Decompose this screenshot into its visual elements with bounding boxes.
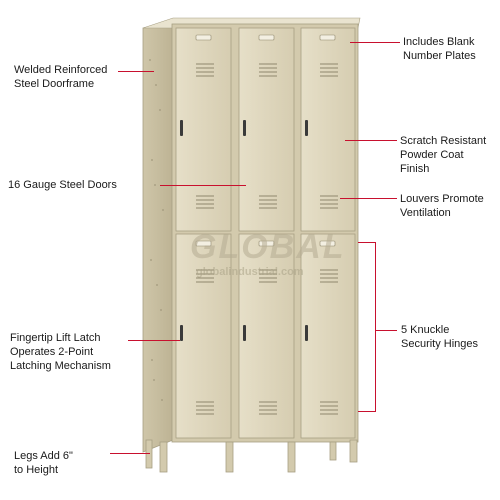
leader-hinges-mid [375, 330, 397, 331]
callout-doorframe: Welded Reinforced Steel Doorframe [14, 64, 108, 90]
leader-hinges-bottom [358, 411, 376, 412]
door-bottom-2 [238, 233, 295, 439]
leader-louvers [340, 198, 397, 199]
callout-hinges: 5 Knuckle Security Hinges [401, 324, 479, 350]
locker-doors [175, 27, 356, 439]
leader-doors [160, 185, 246, 186]
leader-hinges-vertical [375, 242, 376, 412]
callout-legs: Legs Add 6" to Height [14, 450, 73, 476]
leader-finish [345, 140, 397, 141]
callout-latch: Fingertip Lift Latch Operates 2-Point La… [10, 332, 111, 372]
callout-doors: 16 Gauge Steel Doors [8, 179, 117, 191]
door-bottom-3 [300, 233, 356, 439]
locker-legs [145, 439, 358, 473]
callout-plates: Includes Blank Number Plates [403, 36, 476, 62]
latch-handles [180, 120, 308, 341]
leader-legs [110, 453, 150, 454]
leader-latch [128, 340, 180, 341]
leader-hinges-top [358, 242, 376, 243]
leader-doorframe [118, 71, 154, 72]
door-top-3 [300, 27, 356, 232]
number-plates [195, 34, 336, 247]
leader-plates [350, 42, 400, 43]
door-top-2 [238, 27, 295, 232]
callout-finish: Scratch Resistant Powder Coat Finish [400, 135, 487, 175]
door-top-1 [175, 27, 232, 232]
door-bottom-1 [175, 233, 232, 439]
side-panel [142, 21, 174, 453]
louvers [196, 63, 338, 415]
callout-louvers: Louvers Promote Ventilation [400, 193, 484, 219]
